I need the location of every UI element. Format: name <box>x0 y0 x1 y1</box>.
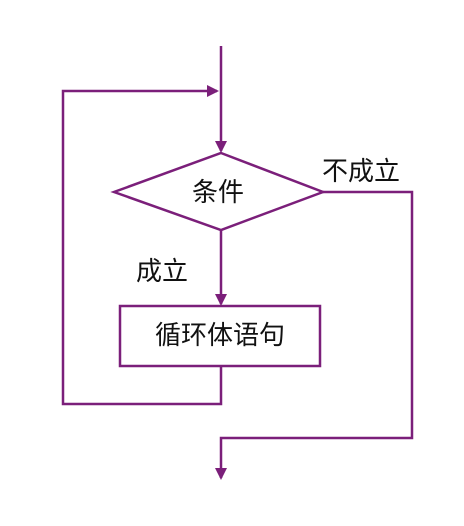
false-branch-arrow <box>215 190 414 480</box>
true-label: 成立 <box>136 257 188 287</box>
loop-body-label: 循环体语句 <box>155 321 285 351</box>
loop-back-arrow <box>61 85 223 406</box>
false-label: 不成立 <box>322 157 400 187</box>
condition-label: 条件 <box>192 178 244 208</box>
loop-body-box <box>118 304 322 368</box>
